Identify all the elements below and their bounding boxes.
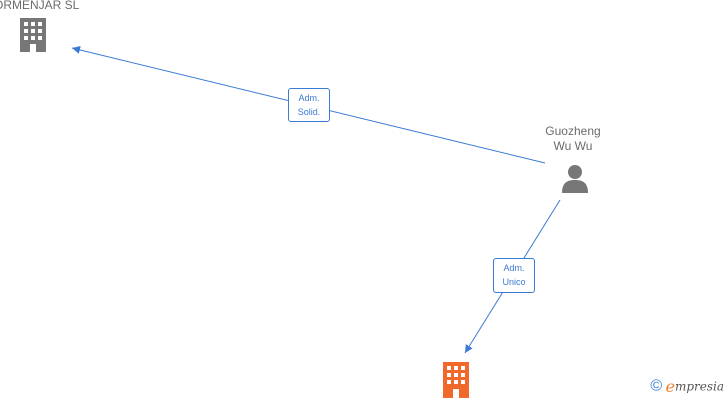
person-label-line1: Guozheng (545, 124, 601, 138)
edge-label-adm-unico[interactable]: Adm. Unico (493, 258, 535, 293)
building-icon[interactable] (18, 18, 48, 57)
person-label-line2: Wu Wu (553, 139, 593, 153)
person-label[interactable]: Guozheng Wu Wu (535, 124, 611, 154)
empresia-brand[interactable]: © empresia (650, 377, 724, 396)
edge-label-adm-solid[interactable]: Adm. Solid. (288, 88, 330, 122)
copyright-icon: © (650, 377, 663, 395)
brand-logo-text: mpresia (674, 379, 724, 394)
building-icon-highlighted[interactable] (441, 362, 471, 400)
company-top-label[interactable]: ORMENJAR SL (0, 0, 80, 12)
edge-label-adm-unico-line2: Unico (502, 277, 526, 287)
brand-logo-initial: e (665, 377, 675, 396)
edge-label-adm-solid-line1: Adm. (298, 93, 320, 103)
edge-label-adm-unico-line1: Adm. (503, 263, 525, 273)
person-icon[interactable] (560, 163, 590, 198)
edge-label-adm-solid-line2: Solid. (297, 107, 321, 117)
